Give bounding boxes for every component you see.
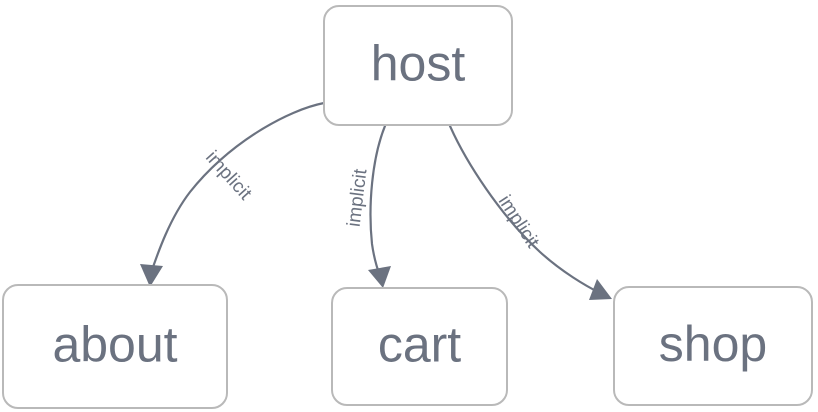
node-shop[interactable]: shop	[613, 286, 813, 406]
arrowhead-icon-host-shop	[589, 279, 612, 300]
node-cart[interactable]: cart	[331, 287, 508, 406]
node-cart-rect	[331, 287, 508, 406]
edge-path-host-shop	[448, 124, 602, 295]
arrowhead-icon-host-about	[140, 264, 163, 287]
edge-path-host-cart	[369, 124, 387, 278]
node-shop-rect	[613, 286, 813, 406]
edge-label-host-about-group: implicit	[201, 147, 256, 205]
edge-label-host-about: implicit	[201, 147, 256, 205]
node-shop-label: shop	[659, 316, 767, 372]
node-about[interactable]: about	[2, 284, 228, 409]
edge-label-host-shop: implicit	[494, 192, 544, 253]
edge-host-about[interactable]: implicit	[140, 101, 326, 287]
node-host-rect	[323, 5, 513, 126]
edge-host-cart[interactable]: implicit	[344, 124, 391, 288]
edge-label-host-cart: implicit	[344, 167, 372, 228]
node-host-label: host	[371, 36, 466, 92]
node-host[interactable]: host	[323, 5, 513, 126]
arrowhead-icon-host-cart	[368, 266, 391, 288]
node-about-rect	[2, 284, 228, 409]
edge-label-host-cart-group: implicit	[344, 167, 372, 228]
edge-host-shop[interactable]: implicit	[448, 124, 612, 300]
node-about-label: about	[52, 317, 177, 373]
edge-label-host-shop-group: implicit	[494, 192, 544, 253]
edge-path-host-about	[148, 101, 326, 278]
node-cart-label: cart	[378, 317, 461, 373]
